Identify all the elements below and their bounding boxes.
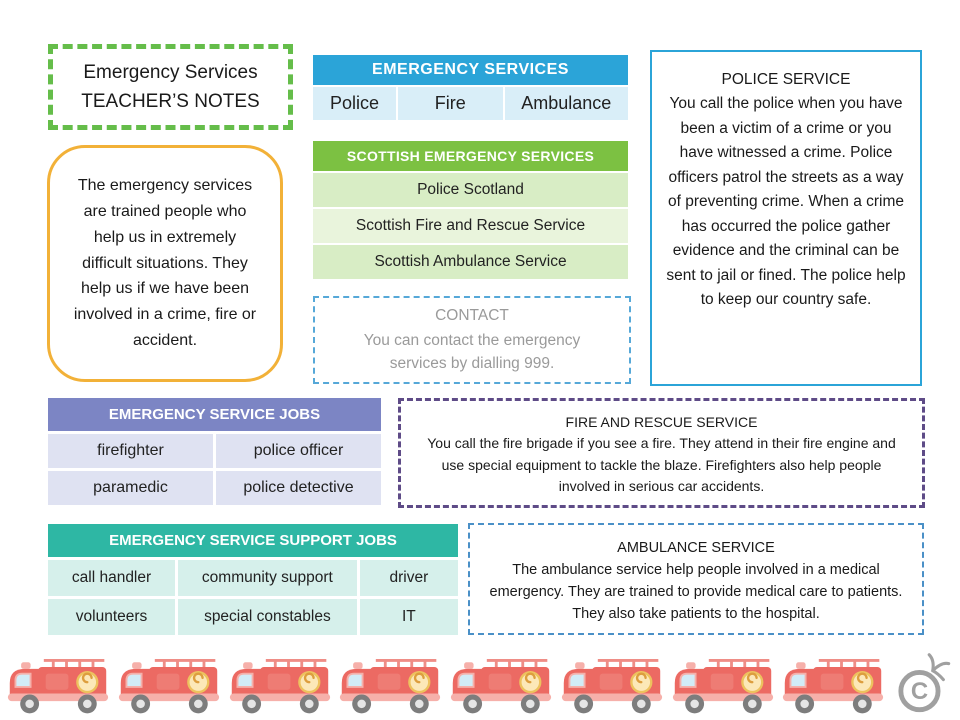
support-jobs-table: EMERGENCY SERVICE SUPPORT JOBS call hand… xyxy=(48,524,458,635)
support-cell-it: IT xyxy=(359,599,458,635)
jobs-table-header: EMERGENCY SERVICE JOBS xyxy=(48,398,381,431)
support-jobs-header: EMERGENCY SERVICE SUPPORT JOBS xyxy=(48,524,458,557)
fire-truck-icon xyxy=(117,654,221,716)
fire-rescue-text: You call the fire brigade if you see a f… xyxy=(427,435,896,494)
fire-truck-icon xyxy=(671,654,775,716)
ambulance-service-box: AMBULANCE SERVICE The ambulance service … xyxy=(468,523,924,635)
fire-truck-icon xyxy=(228,654,332,716)
jobs-row: firefighter police officer xyxy=(48,434,381,468)
services-cell-police: Police xyxy=(313,87,396,120)
support-jobs-row: call handler community support driver xyxy=(48,560,458,596)
fire-truck-icon xyxy=(338,654,442,716)
support-cell-driver: driver xyxy=(359,560,458,596)
emergency-service-jobs-table: EMERGENCY SERVICE JOBS firefighter polic… xyxy=(48,398,381,505)
contact-box: CONTACT You can contact the emergency se… xyxy=(313,296,631,384)
services-cell-fire: Fire xyxy=(397,87,503,120)
jobs-cell-police-officer: police officer xyxy=(216,434,381,468)
scottish-services-table: SCOTTISH EMERGENCY SERVICES Police Scotl… xyxy=(313,141,628,279)
intro-text: The emergency services are trained peopl… xyxy=(73,176,257,350)
scottish-row-fire: Scottish Fire and Rescue Service xyxy=(313,209,628,243)
fire-truck-icon xyxy=(449,654,553,716)
fire-rescue-box: FIRE AND RESCUE SERVICE You call the fir… xyxy=(398,398,925,508)
jobs-cell-firefighter: firefighter xyxy=(48,434,213,468)
support-cell-volunteers: volunteers xyxy=(48,599,176,635)
jobs-row: paramedic police detective xyxy=(48,471,381,505)
scottish-row-ambulance: Scottish Ambulance Service xyxy=(313,245,628,279)
emergency-services-table: EMERGENCY SERVICES Police Fire Ambulance xyxy=(313,55,628,120)
fire-truck-icon xyxy=(781,654,885,716)
fire-truck-icon xyxy=(6,654,110,716)
support-cell-special-constables: special constables xyxy=(178,599,357,635)
police-service-text: You call the police when you have been a… xyxy=(666,95,906,309)
fire-truck-icon xyxy=(560,654,664,716)
emergency-services-header: EMERGENCY SERVICES xyxy=(313,55,628,85)
ambulance-service-text: The ambulance service help people involv… xyxy=(489,562,903,623)
teacher-notes-box: Emergency Services TEACHER’S NOTES xyxy=(48,44,293,130)
scottish-row-police: Police Scotland xyxy=(313,173,628,207)
title-line-2: TEACHER’S NOTES xyxy=(81,91,260,112)
contact-title: CONTACT xyxy=(435,306,509,324)
services-cell-ambulance: Ambulance xyxy=(504,87,628,120)
fire-truck-row xyxy=(0,648,960,716)
contact-text: You can contact the emergency services b… xyxy=(363,332,581,372)
scottish-services-header: SCOTTISH EMERGENCY SERVICES xyxy=(313,141,628,171)
support-cell-call-handler: call handler xyxy=(48,560,176,596)
fire-rescue-title: FIRE AND RESCUE SERVICE xyxy=(565,414,758,430)
jobs-cell-paramedic: paramedic xyxy=(48,471,213,505)
ambulance-service-title: AMBULANCE SERVICE xyxy=(617,540,775,556)
police-service-title: POLICE SERVICE xyxy=(721,71,851,88)
support-jobs-row: volunteers special constables IT xyxy=(48,599,458,635)
emergency-services-row: Police Fire Ambulance xyxy=(313,87,628,120)
title-line-1: Emergency Services xyxy=(83,61,258,83)
intro-box: The emergency services are trained peopl… xyxy=(47,145,283,382)
police-service-box: POLICE SERVICE You call the police when … xyxy=(650,50,922,386)
copyright-moose-logo xyxy=(892,652,954,716)
jobs-cell-police-detective: police detective xyxy=(216,471,381,505)
support-cell-community-support: community support xyxy=(178,560,357,596)
